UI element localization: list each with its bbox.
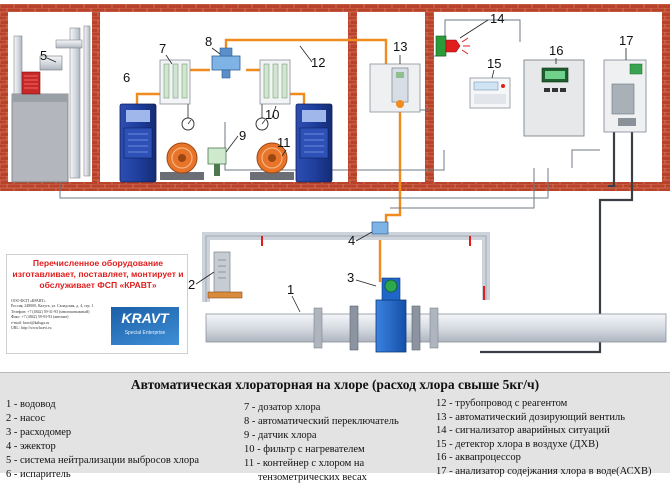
chlorine-container-left xyxy=(160,142,204,180)
legend-item: 11 - контейнер с хлором на xyxy=(244,458,365,469)
chlorine-doser-left xyxy=(159,59,191,105)
ejector xyxy=(371,221,389,235)
legend-item: 16 - аквапроцессор xyxy=(436,452,521,463)
kravt-logo: KRAVT Special Enterprise xyxy=(111,307,179,345)
company-line: Телефон: +7 (4842) 59-31-93 (многоканаль… xyxy=(11,309,90,314)
evaporator-left xyxy=(119,103,157,183)
legend-item: 15 - детектор хлора в воздухе (ДХВ) xyxy=(436,438,599,450)
legend-item: 17 - анализатор содеjжания хлора в воде(… xyxy=(436,465,652,477)
legend-item: 14 - сигнализатор аварийных ситуаций xyxy=(436,425,610,436)
label-8: 8 xyxy=(205,34,212,49)
pressure-gauges xyxy=(181,104,269,131)
legend-item: 9 - датчик хлора xyxy=(244,430,317,441)
neutralization-system xyxy=(11,25,91,183)
promo-panel: Перечисленное оборудование изготавливает… xyxy=(6,254,188,354)
promo-text: Перечисленное оборудование изготавливает… xyxy=(12,258,184,290)
label-2: 2 xyxy=(188,277,195,292)
pump xyxy=(207,251,243,299)
label-5: 5 xyxy=(40,48,47,63)
label-1: 1 xyxy=(287,282,294,297)
legend-item: 10 - фильтр с нагревателем xyxy=(244,444,365,455)
legend-item: 4 - эжектор xyxy=(6,441,56,452)
label-9: 9 xyxy=(239,128,246,143)
legend-item: 12 - трубопровод с реагентом xyxy=(436,398,568,409)
legend-item: 1 - водовод xyxy=(6,399,56,410)
legend-item: 7 - дозатор хлора xyxy=(244,402,321,413)
legend-item: 8 - автоматический переключатель xyxy=(244,416,399,427)
legend-title: Автоматическая хлораторная на хлоре (рас… xyxy=(130,377,540,392)
automatic-switch xyxy=(211,47,241,79)
emergency-alarm xyxy=(435,35,470,57)
chlorine-sensor xyxy=(207,147,227,176)
label-17: 17 xyxy=(619,33,633,48)
water-chlorine-analyzer xyxy=(603,59,647,133)
bypass-pipe xyxy=(202,232,490,302)
legend-item: 2 - насос xyxy=(6,413,46,424)
label-16: 16 xyxy=(549,43,563,58)
legend-item: 13 - автоматический дозирующий вентиль xyxy=(436,411,626,423)
company-line: Россия, 248000, Калуга, ул. Складская, д… xyxy=(11,304,94,309)
company-line: URL: http://www.kravt.ru xyxy=(11,326,52,331)
label-14: 14 xyxy=(490,11,504,26)
logo-word: KRAVT xyxy=(121,310,169,326)
company-contacts: ООО ФСП «КРАВТ» Россия, 248000, Калуга, … xyxy=(11,299,103,331)
label-7: 7 xyxy=(159,41,166,56)
flowmeter xyxy=(375,277,407,353)
aquaprocessor xyxy=(523,59,585,137)
label-12: 12 xyxy=(311,55,325,70)
label-10: 10 xyxy=(265,107,279,122)
label-11: 11 xyxy=(277,135,291,150)
water-main xyxy=(205,305,667,351)
label-13: 13 xyxy=(393,39,407,54)
leader-lines xyxy=(46,19,627,313)
legend-column-1: 1 - водовод 2 - насос 3 - расходомер 4 -… xyxy=(6,398,199,482)
evaporator-right xyxy=(295,103,333,183)
logo-subtitle: Special Enterprise xyxy=(124,330,166,336)
air-chlorine-detector xyxy=(469,77,511,109)
chlorine-doser-right xyxy=(259,59,291,105)
label-3: 3 xyxy=(347,270,354,285)
legend-item: тензометрических весах xyxy=(258,472,367,483)
legend-item: 5 - система нейтрализации выбросов хлора xyxy=(6,455,200,466)
callout-labels: 5 6 7 8 9 10 11 12 13 14 15 16 17 1 2 3 … xyxy=(40,11,633,297)
label-6: 6 xyxy=(123,70,130,85)
dosing-valve xyxy=(369,63,421,113)
legend-column-3: 12 - трубопровод с реагентом 13 - автома… xyxy=(436,397,651,478)
legend-panel: Автоматическая хлораторная на хлоре (рас… xyxy=(0,372,670,483)
label-15: 15 xyxy=(487,56,501,71)
legend-item: 3 - расходомер xyxy=(6,427,72,438)
chlorine-container-right xyxy=(250,142,294,180)
sample-line xyxy=(480,130,634,354)
company-line: e-mail: kravt@kaluga.ru xyxy=(11,320,50,325)
legend-item: 6 - испаритель xyxy=(6,469,71,480)
company-line: ООО ФСП «КРАВТ» xyxy=(11,299,46,303)
legend-column-2: 7 - дозатор хлора 8 - автоматический пер… xyxy=(244,401,399,485)
company-line: Факс: +7 (4842) 59-93-93 (автомат) xyxy=(11,315,69,320)
label-4: 4 xyxy=(348,233,355,248)
chlorination-diagram: 5 6 7 8 9 10 11 12 13 14 15 16 17 1 2 3 … xyxy=(0,4,670,354)
